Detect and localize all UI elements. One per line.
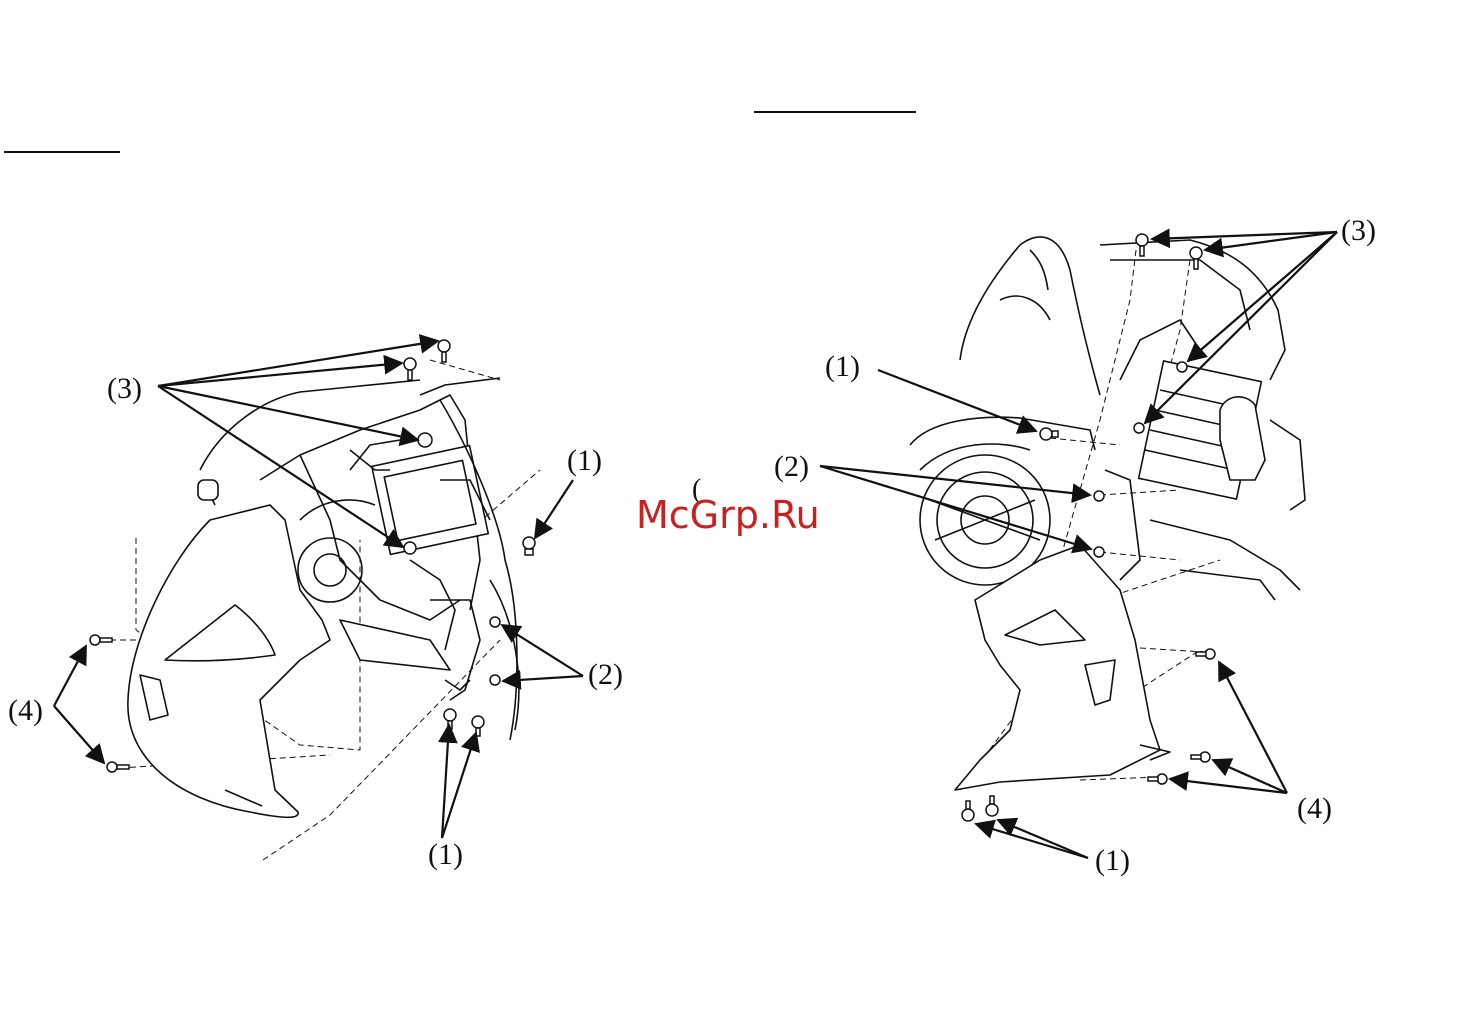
clip-icon xyxy=(472,716,484,736)
bolt-icon xyxy=(1094,491,1104,501)
bolt-icon xyxy=(90,635,112,645)
bolt-icon xyxy=(490,617,500,627)
clip-icon xyxy=(986,796,998,816)
callout-left-4: (4) xyxy=(8,694,43,727)
clip-icon xyxy=(962,801,974,821)
bolt-icon xyxy=(438,340,450,362)
bolt-icon xyxy=(418,433,432,447)
callout-right-3: (3) xyxy=(1341,214,1376,247)
bolt-icon xyxy=(107,762,129,772)
bolt-icon xyxy=(404,542,416,554)
callout-left-3: (3) xyxy=(107,372,142,405)
left-motorcycle-illustration xyxy=(110,360,540,860)
callout-right-1-top: (1) xyxy=(825,350,860,383)
callout-left-1-top: (1) xyxy=(567,444,602,477)
bolt-icon xyxy=(490,675,500,685)
callout-right-4: (4) xyxy=(1297,792,1332,825)
bolt-icon xyxy=(1196,649,1215,659)
callout-right-1-bottom: (1) xyxy=(1095,844,1130,877)
watermark-text: McGrp.Ru xyxy=(636,493,820,537)
bolt-icon xyxy=(404,358,416,380)
callout-left-2: (2) xyxy=(588,658,623,691)
left-callout-arrows xyxy=(54,341,583,838)
clip-icon xyxy=(523,537,535,555)
bolt-icon xyxy=(1190,247,1202,269)
bolt-icon xyxy=(1177,362,1187,372)
bolt-icon xyxy=(1191,752,1210,762)
callout-right-2: (2) xyxy=(774,450,809,483)
right-motorcycle-illustration xyxy=(910,237,1305,790)
bolt-icon xyxy=(1136,234,1148,256)
bolt-icon xyxy=(1094,547,1104,557)
callout-left-1-bottom: (1) xyxy=(428,838,463,871)
bolt-icon xyxy=(1148,774,1167,784)
bolt-icon xyxy=(1134,423,1144,433)
